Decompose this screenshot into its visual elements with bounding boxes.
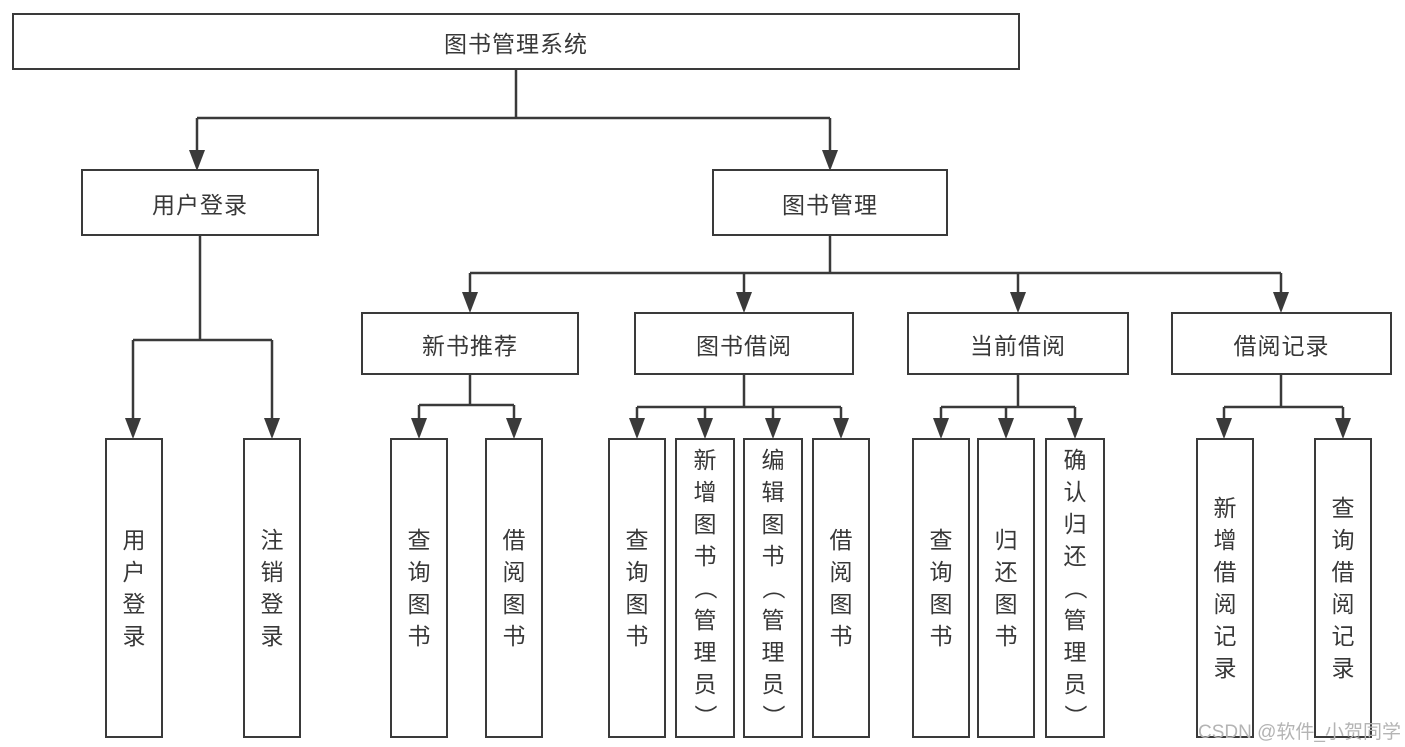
leaf-cb-return-books: 归还图书 [977, 438, 1035, 738]
leaf-cb-return-books-label: 归还图书 [994, 527, 1018, 649]
node-borrow-records: 借阅记录 [1171, 312, 1392, 375]
leaf-bb-add-books-admin-label: 新增图书（管理员） [692, 447, 718, 728]
leaf-bb-borrow-books: 借阅图书 [812, 438, 870, 738]
node-new-book-recommend-label: 新书推荐 [422, 332, 518, 359]
leaf-nb-query-books-label: 查询图书 [407, 527, 431, 649]
leaf-bb-edit-books-admin-label: 编辑图书（管理员） [760, 447, 786, 728]
leaf-nb-borrow-books-label: 借阅图书 [502, 527, 526, 649]
leaf-logout-label: 注销登录 [260, 527, 284, 649]
leaf-user-login: 用户登录 [105, 438, 163, 738]
leaf-nb-borrow-books: 借阅图书 [485, 438, 543, 738]
node-current-borrow-label: 当前借阅 [970, 332, 1066, 359]
node-new-book-recommend: 新书推荐 [361, 312, 579, 375]
leaf-bb-edit-books-admin: 编辑图书（管理员） [743, 438, 803, 738]
node-book-borrow-label: 图书借阅 [696, 332, 792, 359]
leaf-cb-query-books: 查询图书 [912, 438, 970, 738]
leaf-br-query-record-label: 查询借阅记录 [1331, 495, 1355, 681]
leaf-cb-confirm-return-admin-label: 确认归还（管理员） [1062, 447, 1088, 728]
leaf-br-query-record: 查询借阅记录 [1314, 438, 1372, 738]
node-book-management: 图书管理 [712, 169, 948, 236]
node-library-management-system-label: 图书管理系统 [444, 30, 588, 57]
node-borrow-records-label: 借阅记录 [1233, 332, 1330, 359]
leaf-user-login-label: 用户登录 [122, 527, 146, 649]
node-user-login-label: 用户登录 [152, 191, 248, 218]
node-current-borrow: 当前借阅 [907, 312, 1129, 375]
node-user-login: 用户登录 [81, 169, 319, 236]
node-library-management-system: 图书管理系统 [12, 13, 1020, 70]
node-book-management-label: 图书管理 [782, 191, 878, 218]
leaf-bb-query-books: 查询图书 [608, 438, 666, 738]
leaf-br-add-record-label: 新增借阅记录 [1213, 495, 1237, 681]
leaf-bb-add-books-admin: 新增图书（管理员） [675, 438, 735, 738]
leaf-nb-query-books: 查询图书 [390, 438, 448, 738]
leaf-br-add-record: 新增借阅记录 [1196, 438, 1254, 738]
node-book-borrow: 图书借阅 [634, 312, 854, 375]
leaf-cb-confirm-return-admin: 确认归还（管理员） [1045, 438, 1105, 738]
leaf-cb-query-books-label: 查询图书 [929, 527, 953, 649]
csdn-watermark: CSDN @软件_小贺同学 [1198, 722, 1401, 743]
leaf-bb-borrow-books-label: 借阅图书 [829, 527, 853, 649]
leaf-logout: 注销登录 [243, 438, 301, 738]
leaf-bb-query-books-label: 查询图书 [625, 527, 649, 649]
